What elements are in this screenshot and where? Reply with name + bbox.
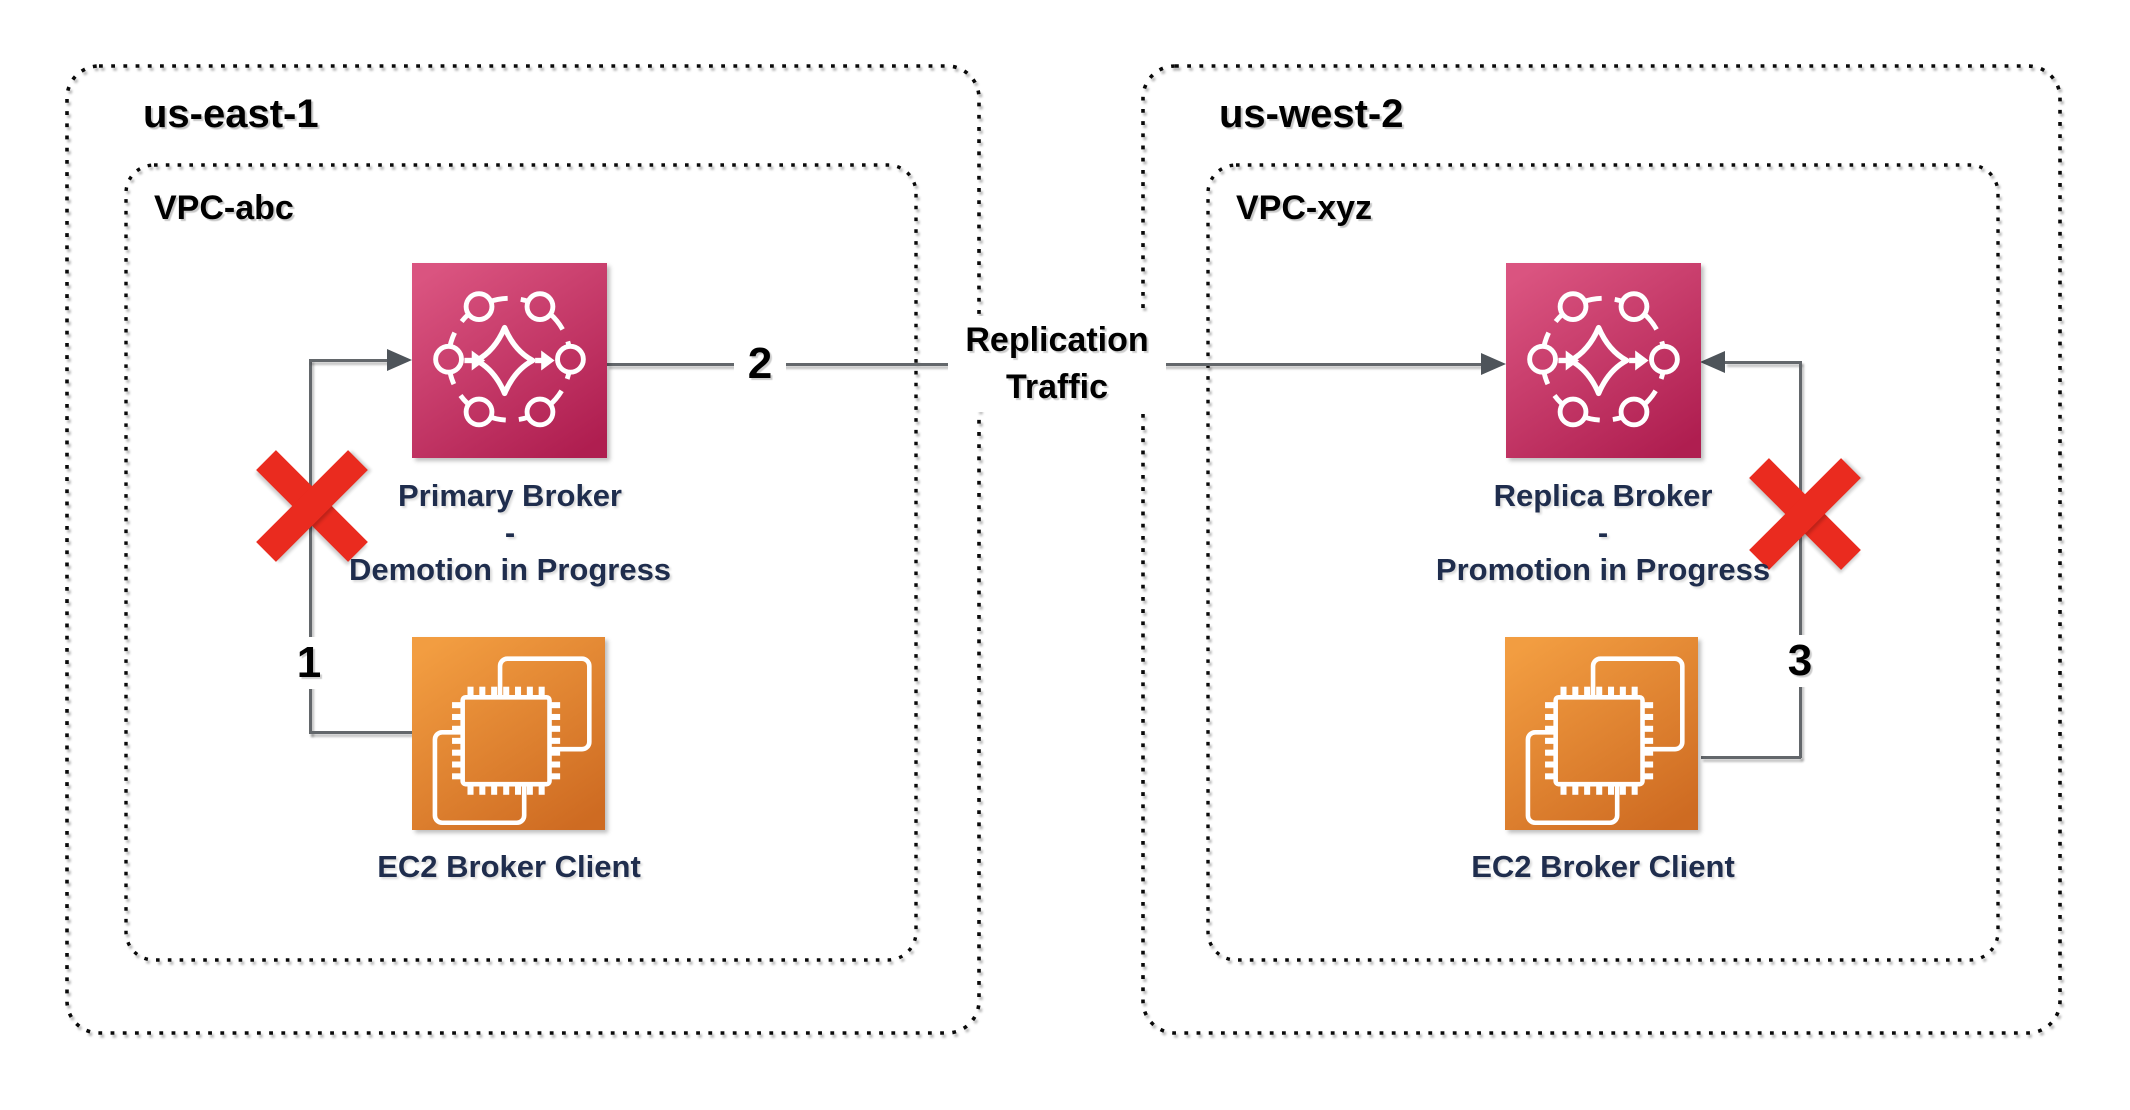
replica-broker-label: Replica Broker - Promotion in Progress	[1413, 477, 1793, 588]
replica-broker-label-separator: -	[1597, 515, 1609, 550]
replication-traffic-line1: Replication	[965, 321, 1149, 359]
amazon-mq-broker-icon	[1506, 263, 1701, 458]
primary-broker-label-line1: Primary Broker	[397, 478, 622, 513]
replication-traffic-line2: Traffic	[1005, 368, 1109, 406]
region-title-us-east-1: us-east-1	[143, 92, 319, 136]
region-title-us-west-2: us-west-2	[1219, 92, 1404, 136]
vpc-box-vpc-abc	[124, 163, 918, 962]
replication-traffic-label: Replication Traffic	[948, 316, 1166, 412]
vpc-title-vpc-xyz: VPC-xyz	[1236, 189, 1373, 227]
arrowhead-into-replica-broker-right	[1700, 351, 1725, 373]
amazon-mq-broker-icon	[412, 263, 607, 458]
replica-broker-label-line3: Promotion in Progress	[1435, 552, 1771, 587]
primary-broker-label-line3: Demotion in Progress	[348, 552, 672, 587]
primary-broker-label: Primary Broker - Demotion in Progress	[320, 477, 700, 588]
connector-east-vertical	[309, 359, 312, 734]
step-label-2: 2	[734, 338, 786, 390]
ec2-broker-client-label: EC2 Broker Client	[377, 849, 641, 884]
primary-broker-label-separator: -	[504, 515, 516, 550]
ec2-instance-icon	[1505, 637, 1698, 830]
arrowhead-into-replica-broker-left	[1481, 353, 1506, 375]
connector-east-to-ec2	[309, 731, 413, 734]
arrowhead-into-primary-broker	[387, 349, 412, 371]
step-label-1: 1	[283, 637, 335, 689]
connector-west-to-broker	[1725, 361, 1801, 364]
connector-east-to-broker	[309, 359, 389, 362]
connector-west-to-ec2	[1701, 756, 1801, 759]
ec2-instance-icon	[412, 637, 605, 830]
step-label-3: 3	[1774, 635, 1826, 687]
vpc-box-vpc-xyz	[1206, 163, 2000, 962]
vpc-title-vpc-abc: VPC-abc	[154, 189, 294, 227]
ec2-broker-client-label: EC2 Broker Client	[1471, 849, 1735, 884]
region-box-us-west-2	[1141, 64, 2062, 1035]
connector-west-vertical	[1799, 361, 1802, 758]
replica-broker-label-line1: Replica Broker	[1493, 478, 1713, 513]
